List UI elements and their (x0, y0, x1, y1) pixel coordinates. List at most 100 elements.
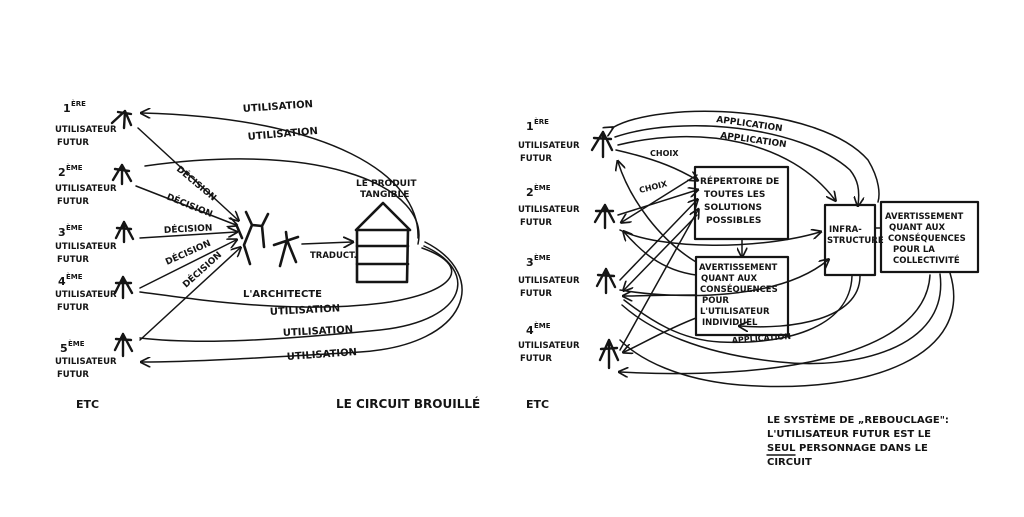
right-user-3-suffix: ÈME (534, 253, 551, 262)
choix-label-2: CHOIX (638, 179, 669, 195)
traduct-label: TRADUCT. (310, 251, 357, 261)
left-user-5-ordinal: 5 (60, 342, 68, 355)
right-caption-line-4: CIRCUIT (767, 457, 812, 468)
right-user-1-line2: FUTUR (520, 154, 552, 164)
avert-ind-line-5: L'UTILISATEUR (700, 307, 770, 317)
utilisation-label-3: UTILISATION (270, 303, 341, 318)
person-icon (111, 163, 133, 186)
right-user-2-line1: UTILISATEUR (518, 205, 580, 215)
left-user-figures (110, 109, 135, 358)
right-user-1-line1: UTILISATEUR (518, 141, 580, 151)
left-user-label-4: 4 ÈME UTILISATEUR FUTUR (55, 272, 117, 313)
right-etc: ETC (526, 398, 549, 411)
left-user-5-line1: UTILISATEUR (55, 357, 117, 367)
left-user-4-line1: UTILISATEUR (55, 290, 117, 300)
left-user-4-line2: FUTUR (57, 303, 89, 313)
left-user-5-line2: FUTUR (57, 370, 89, 380)
utilisation-label-2: UTILISATION (247, 126, 318, 143)
left-decision-arrows (135, 127, 240, 341)
repertoire-line-1: RÉPERTOIRE DE (700, 175, 779, 187)
right-user-4-line1: UTILISATEUR (518, 341, 580, 351)
avert-ind-line-2: QUANT AUX (701, 274, 758, 284)
avert-col-line-5: COLLECTIVITÉ (893, 254, 960, 266)
left-caption: LE CIRCUIT BROUILLÉ (336, 396, 480, 411)
infrastructure-box (823, 203, 877, 277)
traduct-arrow (301, 242, 352, 244)
person-icon (598, 338, 620, 370)
product-label-line2: TANGIBLE (360, 190, 409, 200)
product-label-line1: LE PRODUIT (356, 179, 417, 189)
right-user-label-1: 1 ÈRE UTILISATEUR FUTUR (518, 117, 580, 164)
left-user-3-suffix: ÈME (66, 223, 83, 232)
avert-ind-line-3: CONSÉQUENCES (700, 283, 778, 295)
choix-label-1: CHOIX (650, 149, 679, 158)
left-user-1-ordinal: 1 (63, 102, 71, 115)
utilisation-label-5: UTILISATION (286, 347, 357, 363)
avert-individuel-text: AVERTISSEMENT QUANT AUX CONSÉQUENCES POU… (699, 263, 778, 328)
person-icon (114, 220, 135, 244)
left-user-label-1: 1 ÈRE UTILISATEUR FUTUR (55, 99, 117, 148)
right-user-3-ordinal: 3 (526, 256, 534, 269)
left-user-label-3: 3 ÈME UTILISATEUR FUTUR (55, 223, 117, 265)
avert-col-line-3: CONSÉQUENCES (888, 232, 966, 244)
person-icon (590, 130, 614, 159)
right-caption-line-1: LE SYSTÈME DE „REBOUCLAGE": (767, 413, 949, 426)
avert-collectivite-box (879, 200, 980, 274)
left-user-1-line1: UTILISATEUR (55, 125, 117, 135)
house-icon (354, 201, 412, 284)
avert-col-line-4: POUR LA (893, 245, 935, 255)
left-user-4-suffix: ÈME (66, 272, 83, 281)
left-etc: ETC (76, 398, 99, 411)
right-user-label-3: 3 ÈME UTILISATEUR FUTUR (518, 253, 580, 299)
person-icon (593, 203, 616, 230)
architect-icon (242, 210, 270, 266)
repertoire-line-3: SOLUTIONS (704, 203, 762, 213)
right-user-label-4: 4 ÈME UTILISATEUR FUTUR (518, 321, 580, 364)
right-user-3-line1: UTILISATEUR (518, 276, 580, 286)
right-user-2-suffix: ÈME (534, 183, 551, 192)
person-icon (110, 109, 133, 130)
person-icon (595, 267, 617, 295)
drafting-table-icon (272, 230, 300, 268)
avert-col-line-2: QUANT AUX (889, 223, 946, 233)
architect-figure (234, 210, 300, 268)
right-caption-line-3: SEUL PERSONNAGE DANS LE (767, 443, 928, 454)
right-user-1-suffix: ÈRE (534, 117, 549, 126)
right-caption: LE SYSTÈME DE „REBOUCLAGE": L'UTILISATEU… (766, 413, 949, 468)
right-application-curves (612, 110, 880, 205)
left-utilisation-curves (139, 113, 463, 362)
architect-label: L'ARCHITECTE (243, 289, 322, 300)
left-diagram: 1 ÈRE UTILISATEUR FUTUR 2 ÈME UTILISATEU… (55, 99, 480, 411)
right-caption-line-2: L'UTILISATEUR FUTUR EST LE (767, 429, 931, 440)
infra-line-1: INFRA- (829, 225, 862, 235)
repertoire-text: RÉPERTOIRE DE TOUTES LES SOLUTIONS POSSI… (700, 175, 779, 226)
right-choix-arrows (615, 149, 698, 351)
right-user-4-ordinal: 4 (526, 324, 534, 337)
left-user-2-ordinal: 2 (58, 166, 66, 179)
right-diagram: 1 ÈRE UTILISATEUR FUTUR 2 ÈME UTILISATEU… (518, 110, 980, 468)
utilisation-label-1: UTILISATION (242, 99, 313, 115)
left-user-2-suffix: ÈME (66, 163, 83, 172)
left-user-5-suffix: ÈME (68, 339, 85, 348)
avert-col-line-1: AVERTISSEMENT (885, 212, 964, 222)
left-user-3-ordinal: 3 (58, 226, 66, 239)
repertoire-line-2: TOUTES LES (704, 190, 765, 200)
left-user-4-ordinal: 4 (58, 275, 66, 288)
right-user-4-line2: FUTUR (520, 354, 552, 364)
person-icon (113, 275, 134, 300)
avert-ind-line-6: INDIVIDUEL (702, 318, 758, 328)
right-loop-curves (620, 230, 955, 388)
right-user-2-line2: FUTUR (520, 218, 552, 228)
utilisation-label-4: UTILISATION (283, 324, 354, 339)
person-icon (113, 332, 134, 358)
decision-label-3: DÉCISION (164, 221, 213, 236)
left-user-3-line1: UTILISATEUR (55, 242, 117, 252)
right-user-3-line2: FUTUR (520, 289, 552, 299)
right-user-label-2: 2 ÈME UTILISATEUR FUTUR (518, 183, 580, 228)
application-label-3: APPLICATION (732, 332, 792, 345)
right-user-4-suffix: ÈME (534, 321, 551, 330)
repertoire-line-4: POSSIBLES (706, 216, 761, 226)
avert-ind-line-1: AVERTISSEMENT (699, 263, 778, 273)
